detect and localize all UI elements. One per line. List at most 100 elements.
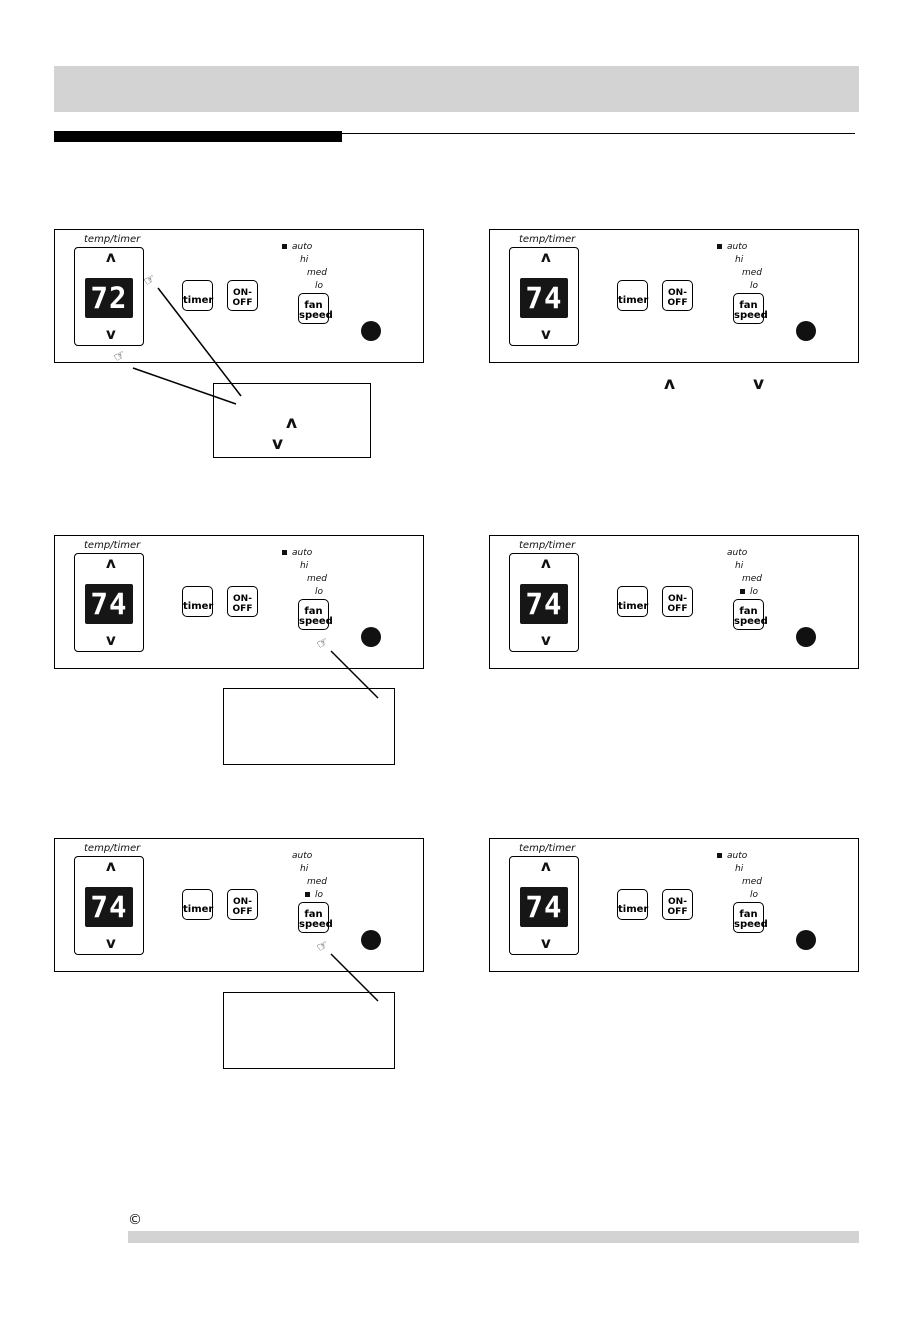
speed-hi-label: hi [735, 561, 744, 571]
temp-control: ʌ 74 v [74, 856, 144, 955]
speed-lo-label: lo [750, 281, 759, 291]
header-rule-thin [342, 133, 855, 134]
timer-button[interactable]: timer [182, 586, 213, 617]
temp-display: 74 [520, 584, 568, 624]
temp-timer-label: temp/timer [519, 540, 576, 551]
speed-indicator [305, 892, 310, 897]
temp-display: 74 [85, 887, 133, 927]
callout-box-3 [223, 992, 395, 1069]
header-band [54, 66, 859, 112]
speed-med-label: med [742, 574, 763, 584]
temp-down-icon[interactable]: v [106, 934, 116, 952]
speed-hi-label: hi [300, 864, 309, 874]
on-off-button[interactable]: ON- OFF [662, 889, 693, 920]
timer-button[interactable]: timer [617, 280, 648, 311]
temp-timer-label: temp/timer [519, 234, 576, 245]
fan-speed-button[interactable]: fan speed [733, 902, 768, 933]
copyright-symbol: © [128, 1212, 142, 1228]
speed-med-label: med [307, 877, 328, 887]
speed-indicator [282, 244, 287, 249]
temp-timer-label: temp/timer [84, 234, 141, 245]
temp-display: 74 [520, 887, 568, 927]
temp-up-icon[interactable]: ʌ [541, 554, 551, 572]
speed-auto-label: auto [727, 242, 748, 252]
speed-lo-label: lo [750, 890, 759, 900]
timer-button[interactable]: timer [182, 280, 213, 311]
indicator-light [361, 321, 381, 341]
temp-down-icon[interactable]: v [106, 325, 116, 343]
temp-up-icon[interactable]: ʌ [541, 857, 551, 875]
speed-indicator [740, 589, 745, 594]
speed-hi-label: hi [735, 864, 744, 874]
on-off-button[interactable]: ON- OFF [227, 280, 258, 311]
control-panel-1: temp/timer ʌ 72 v timer ON- OFF fan spee… [54, 229, 424, 363]
callout-up-chevron-icon: ʌ [286, 413, 298, 433]
speed-lo-label: lo [315, 281, 324, 291]
temp-display: 74 [85, 584, 133, 624]
temp-up-icon[interactable]: ʌ [106, 857, 116, 875]
temp-up-icon[interactable]: ʌ [106, 554, 116, 572]
speed-auto-label: auto [727, 548, 748, 558]
temp-control: ʌ 74 v [509, 247, 579, 346]
speed-indicator [717, 853, 722, 858]
speed-lo-label: lo [315, 890, 324, 900]
temp-control: ʌ 74 v [509, 856, 579, 955]
temp-up-icon[interactable]: ʌ [106, 248, 116, 266]
temp-control: ʌ 74 v [509, 553, 579, 652]
indicator-light [796, 627, 816, 647]
speed-auto-label: auto [292, 242, 313, 252]
speed-med-label: med [742, 268, 763, 278]
speed-lo-label: lo [315, 587, 324, 597]
temp-timer-label: temp/timer [84, 540, 141, 551]
speed-hi-label: hi [735, 255, 744, 265]
fan-speed-button[interactable]: fan speed [298, 293, 333, 324]
timer-button[interactable]: timer [617, 889, 648, 920]
callout-box-1: ʌ v [213, 383, 371, 458]
indicator-light [361, 930, 381, 950]
indicator-light [796, 321, 816, 341]
header-rule-thick [54, 131, 342, 142]
indicator-light [796, 930, 816, 950]
speed-hi-label: hi [300, 255, 309, 265]
control-panel-3: temp/timer ʌ 74 v timer ON- OFF fan spee… [54, 535, 424, 669]
on-off-button[interactable]: ON- OFF [227, 889, 258, 920]
control-panel-5: temp/timer ʌ 74 v timer ON- OFF fan spee… [54, 838, 424, 972]
temp-timer-label: temp/timer [84, 843, 141, 854]
note-up-chevron-icon: ʌ [664, 374, 676, 394]
temp-control: ʌ 74 v [74, 553, 144, 652]
temp-timer-label: temp/timer [519, 843, 576, 854]
control-panel-6: temp/timer ʌ 74 v timer ON- OFF fan spee… [489, 838, 859, 972]
control-panel-4: temp/timer ʌ 74 v timer ON- OFF fan spee… [489, 535, 859, 669]
temp-down-icon[interactable]: v [541, 934, 551, 952]
fan-speed-button[interactable]: fan speed [733, 599, 768, 630]
speed-indicator [717, 244, 722, 249]
callout-box-2 [223, 688, 395, 765]
speed-auto-label: auto [727, 851, 748, 861]
speed-lo-label: lo [750, 587, 759, 597]
timer-button[interactable]: timer [617, 586, 648, 617]
speed-hi-label: hi [300, 561, 309, 571]
temp-control: ʌ 72 v [74, 247, 144, 346]
temp-down-icon[interactable]: v [106, 631, 116, 649]
speed-med-label: med [742, 877, 763, 887]
on-off-button[interactable]: ON- OFF [662, 586, 693, 617]
speed-auto-label: auto [292, 851, 313, 861]
speed-auto-label: auto [292, 548, 313, 558]
fan-speed-button[interactable]: fan speed [298, 902, 333, 933]
speed-med-label: med [307, 268, 328, 278]
on-off-button[interactable]: ON- OFF [227, 586, 258, 617]
fan-speed-button[interactable]: fan speed [733, 293, 768, 324]
fan-speed-button[interactable]: fan speed [298, 599, 333, 630]
temp-display: 74 [520, 278, 568, 318]
footer-band [128, 1231, 859, 1243]
on-off-button[interactable]: ON- OFF [662, 280, 693, 311]
callout-down-chevron-icon: v [272, 434, 284, 454]
temp-down-icon[interactable]: v [541, 325, 551, 343]
temp-down-icon[interactable]: v [541, 631, 551, 649]
temp-up-icon[interactable]: ʌ [541, 248, 551, 266]
note-down-chevron-icon: v [753, 374, 765, 394]
timer-button[interactable]: timer [182, 889, 213, 920]
indicator-light [361, 627, 381, 647]
temp-display: 72 [85, 278, 133, 318]
